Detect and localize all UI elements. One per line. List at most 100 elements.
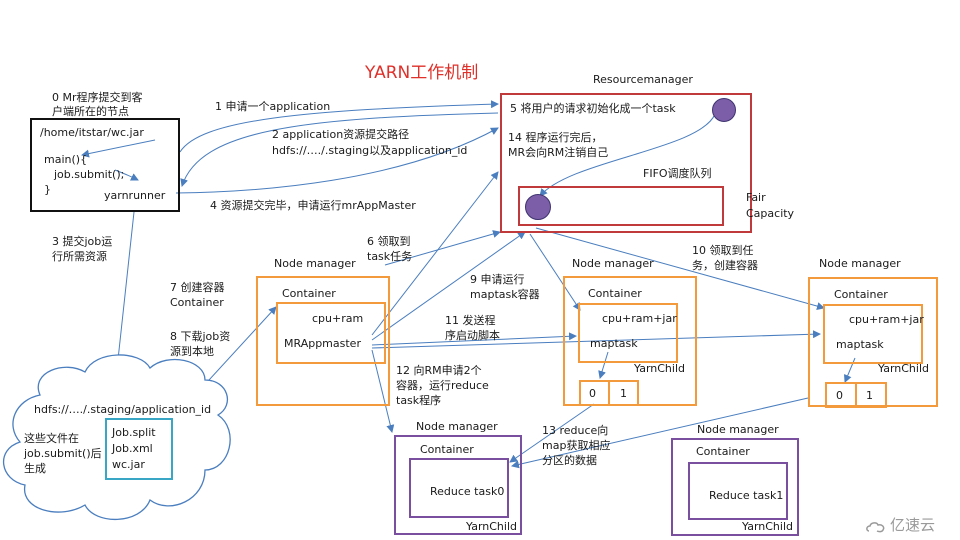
nm2-resources: cpu+ram+jar [602, 312, 677, 325]
step10-label: 10 领取到任 [692, 244, 754, 257]
step10-label-2: 务，创建容器 [692, 259, 758, 272]
fifo-task-dot [525, 194, 551, 220]
nm5-yarnchild: YarnChild [742, 520, 793, 533]
nm4-reduce-task: Reduce task0 [430, 485, 505, 498]
arrow-step11a [371, 332, 577, 346]
watermark-logo-icon [866, 520, 886, 534]
step3-label: 3 提交job运 [52, 235, 113, 248]
watermark-text: 亿速云 [890, 516, 936, 534]
arrow-step8 [197, 306, 277, 393]
arrow-step9 [371, 231, 526, 341]
rm-finish-line1: 14 程序运行完后， [508, 131, 603, 144]
nm4-yarnchild: YarnChild [466, 520, 517, 533]
rm-finish-line2: MR会向RM注销自己 [508, 146, 609, 159]
arrow-step3 [112, 211, 135, 379]
client-code-main: main(){ [44, 153, 88, 166]
hdfs-note-3: 生成 [24, 462, 46, 475]
arrow-step1 [179, 100, 499, 153]
nm3-container [823, 304, 923, 364]
step4-label: 4 资源提交完毕，申请运行mrAppMaster [210, 199, 416, 212]
nm3-yarnchild: YarnChild [878, 362, 929, 375]
nm1-mrappmaster: MRAppmaster [284, 337, 361, 350]
arrow-step9b [371, 171, 499, 336]
nm1-resources: cpu+ram [312, 312, 364, 325]
nm1-container-label: Container [282, 287, 336, 300]
job-files-box [105, 418, 173, 480]
node-manager-1 [256, 276, 390, 406]
nm2-container [578, 303, 678, 363]
rm-fair-label: Fair [746, 191, 766, 204]
rm-fifo-label: FIFO调度队列 [643, 167, 712, 180]
client-caption: 0 Mr程序提交到客 [52, 91, 143, 104]
step7-label-2: Container [170, 296, 224, 309]
client-jar-path: /home/itstar/wc.jar [40, 126, 144, 139]
nm5-label: Node manager [697, 423, 779, 436]
nm4-label: Node manager [416, 420, 498, 433]
nm2-partition-0: 0 [589, 387, 596, 400]
arrow-task-to-fifo [539, 113, 716, 197]
arrow-step6 [384, 230, 501, 266]
step8-label: 8 下载job资 [170, 330, 231, 343]
nm3-partition-0: 0 [836, 389, 843, 402]
step6-label: 6 领取到 [367, 235, 411, 248]
client-runner-arrow [114, 169, 139, 181]
step13-label-3: 分区的数据 [542, 454, 597, 467]
nm5-reduce-task: Reduce task1 [709, 489, 784, 502]
step1-label: 1 申请一个application [215, 100, 331, 113]
resourcemanager-box [500, 93, 752, 233]
client-code-close: } [44, 183, 51, 196]
rm-init-task: 5 将用户的请求初始化成一个task [510, 102, 676, 115]
hdfs-note-1: 这些文件在 [24, 432, 79, 445]
step2-label-2: hdfs://…./.staging以及application_id [272, 144, 468, 157]
nm4-container [409, 458, 509, 518]
step13-label-2: map获取相应 [542, 439, 611, 452]
nm2-partition-divider [608, 380, 610, 406]
arrow-step10a [529, 233, 581, 311]
step6-label-2: task任务 [367, 250, 413, 263]
step3-label-2: 行所需资源 [52, 250, 107, 263]
client-submit-arrow [81, 139, 156, 158]
nm2-yarnchild: YarnChild [634, 362, 685, 375]
client-yarnrunner: yarnrunner [104, 189, 166, 202]
node-manager-5 [671, 438, 799, 536]
nm3-maptask: maptask [836, 338, 884, 351]
job-file-xml: Job.xml [112, 442, 153, 455]
nm3-partition-divider [855, 382, 857, 408]
step9-label: 9 申请运行 [470, 273, 525, 286]
nm1-container [276, 302, 386, 364]
arrow-step10b [535, 227, 825, 310]
nm3-label: Node manager [819, 257, 901, 270]
client-caption-2: 户端所在的节点 [52, 105, 129, 118]
step7-label: 7 创建容器 [170, 281, 225, 294]
arrow-step13a [509, 403, 595, 463]
diagram-title: YARN工作机制 [365, 63, 479, 83]
fifo-queue [518, 186, 724, 226]
client-node [30, 118, 180, 212]
step9-label-2: maptask容器 [470, 288, 540, 301]
nm2-container-label: Container [588, 287, 642, 300]
client-code-submit: job.submit(); [54, 168, 125, 181]
nm3-container-label: Container [834, 288, 888, 301]
arrow-step4 [175, 127, 499, 194]
nm2-maptask: maptask [590, 337, 638, 350]
arrow-map-partitions-2 [598, 351, 609, 379]
step8-label-2: 源到本地 [170, 345, 214, 358]
job-file-jar: wc.jar [112, 458, 145, 471]
hdfs-note-2: job.submit()后 [24, 447, 102, 460]
hdfs-path: hdfs://…./.staging/application_id [34, 403, 212, 416]
nm3-partition-1: 1 [866, 389, 873, 402]
step12-label-2: 容器，运行reduce [396, 379, 489, 392]
step12-label-3: task程序 [396, 394, 442, 407]
step11-label-2: 序启动脚本 [445, 329, 500, 342]
step11-label: 11 发送程 [445, 314, 496, 327]
nm5-container-label: Container [696, 445, 750, 458]
step2-label: 2 application资源提交路径 [272, 128, 410, 141]
arrow-step13b [511, 397, 809, 469]
arrow-step11b [371, 330, 821, 349]
nm2-partition-1: 1 [620, 387, 627, 400]
rm-task-dot [712, 98, 736, 122]
nm4-container-label: Container [420, 443, 474, 456]
nm5-container [688, 462, 788, 520]
node-manager-4 [394, 435, 522, 535]
resourcemanager-label: Resourcemanager [593, 73, 693, 86]
